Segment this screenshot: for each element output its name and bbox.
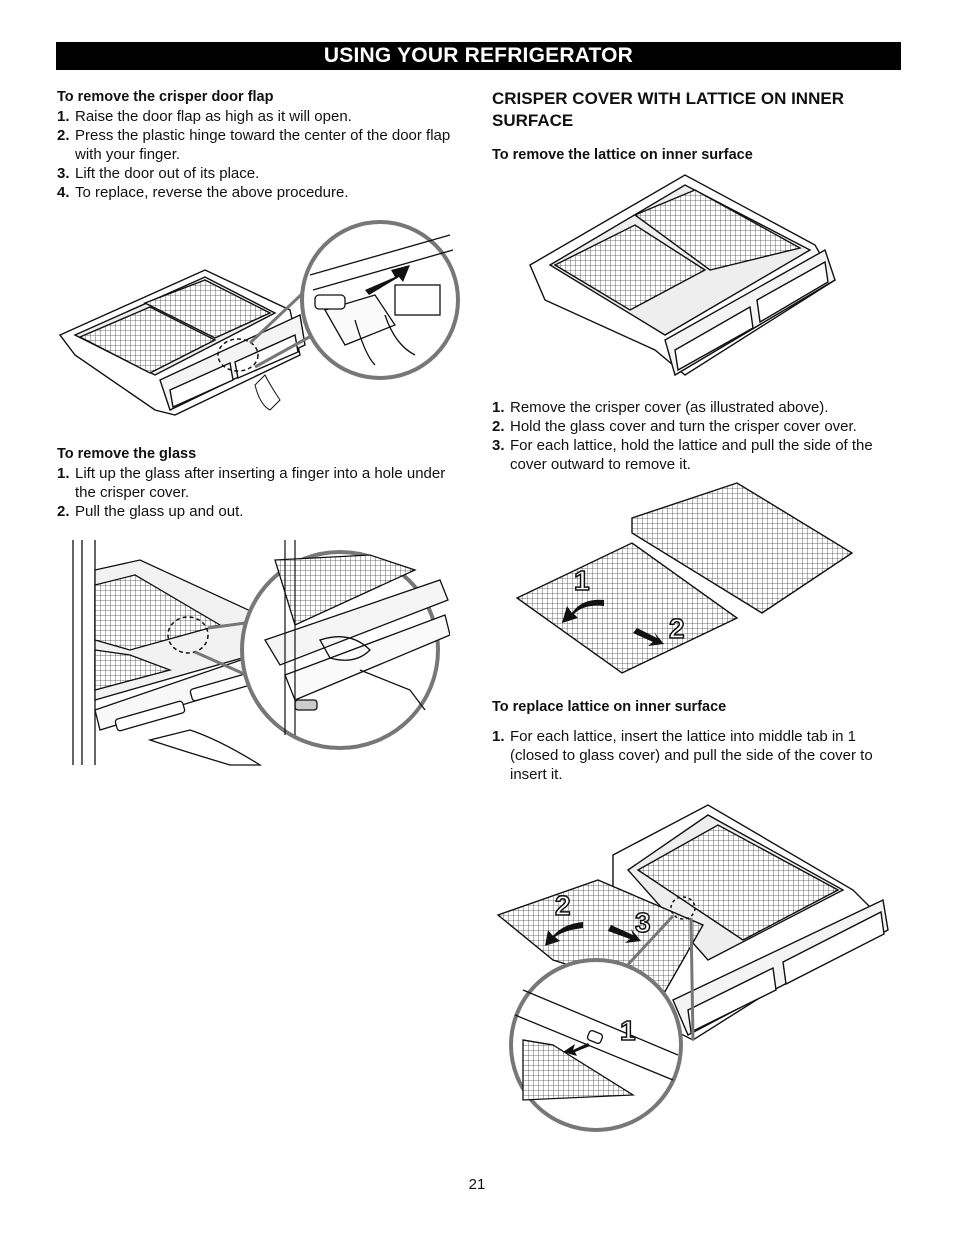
page-banner: USING YOUR REFRIGERATOR [56,42,901,70]
list-item: 3.Lift the door out of its place. [57,165,260,182]
page-number: 21 [468,1176,486,1193]
door-flap-illustration [58,220,460,416]
door-flap-steps: 1.Raise the door flap as high as it will… [57,107,457,202]
replace-lattice-section: To replace lattice on inner surface 1.Fo… [492,698,902,784]
list-item: 2.Press the plastic hinge toward the cen… [57,127,451,163]
callout-3: 3 [635,907,651,938]
list-item: 1.For each lattice, insert the lattice i… [492,728,873,783]
door-flap-section: To remove the crisper door flap 1.Raise … [57,88,457,202]
lattice-replace-illustration: 2 3 1 [496,804,889,1132]
arrow-icon [608,925,641,943]
replace-lattice-heading: To replace lattice on inner surface [492,699,727,715]
glass-removal-illustration [72,540,450,766]
remove-lattice-steps: 1.Remove the crisper cover (as illustrat… [492,398,902,474]
crisper-cover-illustration [529,174,836,377]
list-item: 1.Lift up the glass after inserting a fi… [57,465,446,501]
arrow-icon [545,922,583,946]
list-item: 2.Pull the glass up and out. [57,503,244,520]
remove-lattice-steps-block: 1.Remove the crisper cover (as illustrat… [492,398,902,474]
replace-lattice-steps: 1.For each lattice, insert the lattice i… [492,727,902,784]
lattice-section-title: CRISPER COVER WITH LATTICE ON INNER SURF… [492,89,844,130]
list-item: 3.For each lattice, hold the lattice and… [492,437,873,473]
arrow-icon [562,599,604,623]
list-item: 4.To replace, reverse the above procedur… [57,184,349,201]
glass-section: To remove the glass 1.Lift up the glass … [57,445,457,521]
callout-1: 1 [574,565,590,596]
arrow-icon [563,1043,590,1056]
door-flap-heading: To remove the crisper door flap [57,89,274,105]
arrow-icon [633,628,664,646]
remove-lattice-heading: To remove the lattice on inner surface [492,147,753,163]
list-item: 2.Hold the glass cover and turn the cris… [492,418,857,435]
list-item: 1.Raise the door flap as high as it will… [57,108,352,125]
lattice-removal-illustration: 1 2 [515,482,854,674]
callout-2: 2 [555,890,571,921]
glass-heading: To remove the glass [57,446,197,462]
callout-2: 2 [669,613,685,644]
list-item: 1.Remove the crisper cover (as illustrat… [492,399,829,416]
callout-1: 1 [620,1015,636,1046]
glass-steps: 1.Lift up the glass after inserting a fi… [57,464,457,521]
lattice-section: CRISPER COVER WITH LATTICE ON INNER SURF… [492,88,902,165]
